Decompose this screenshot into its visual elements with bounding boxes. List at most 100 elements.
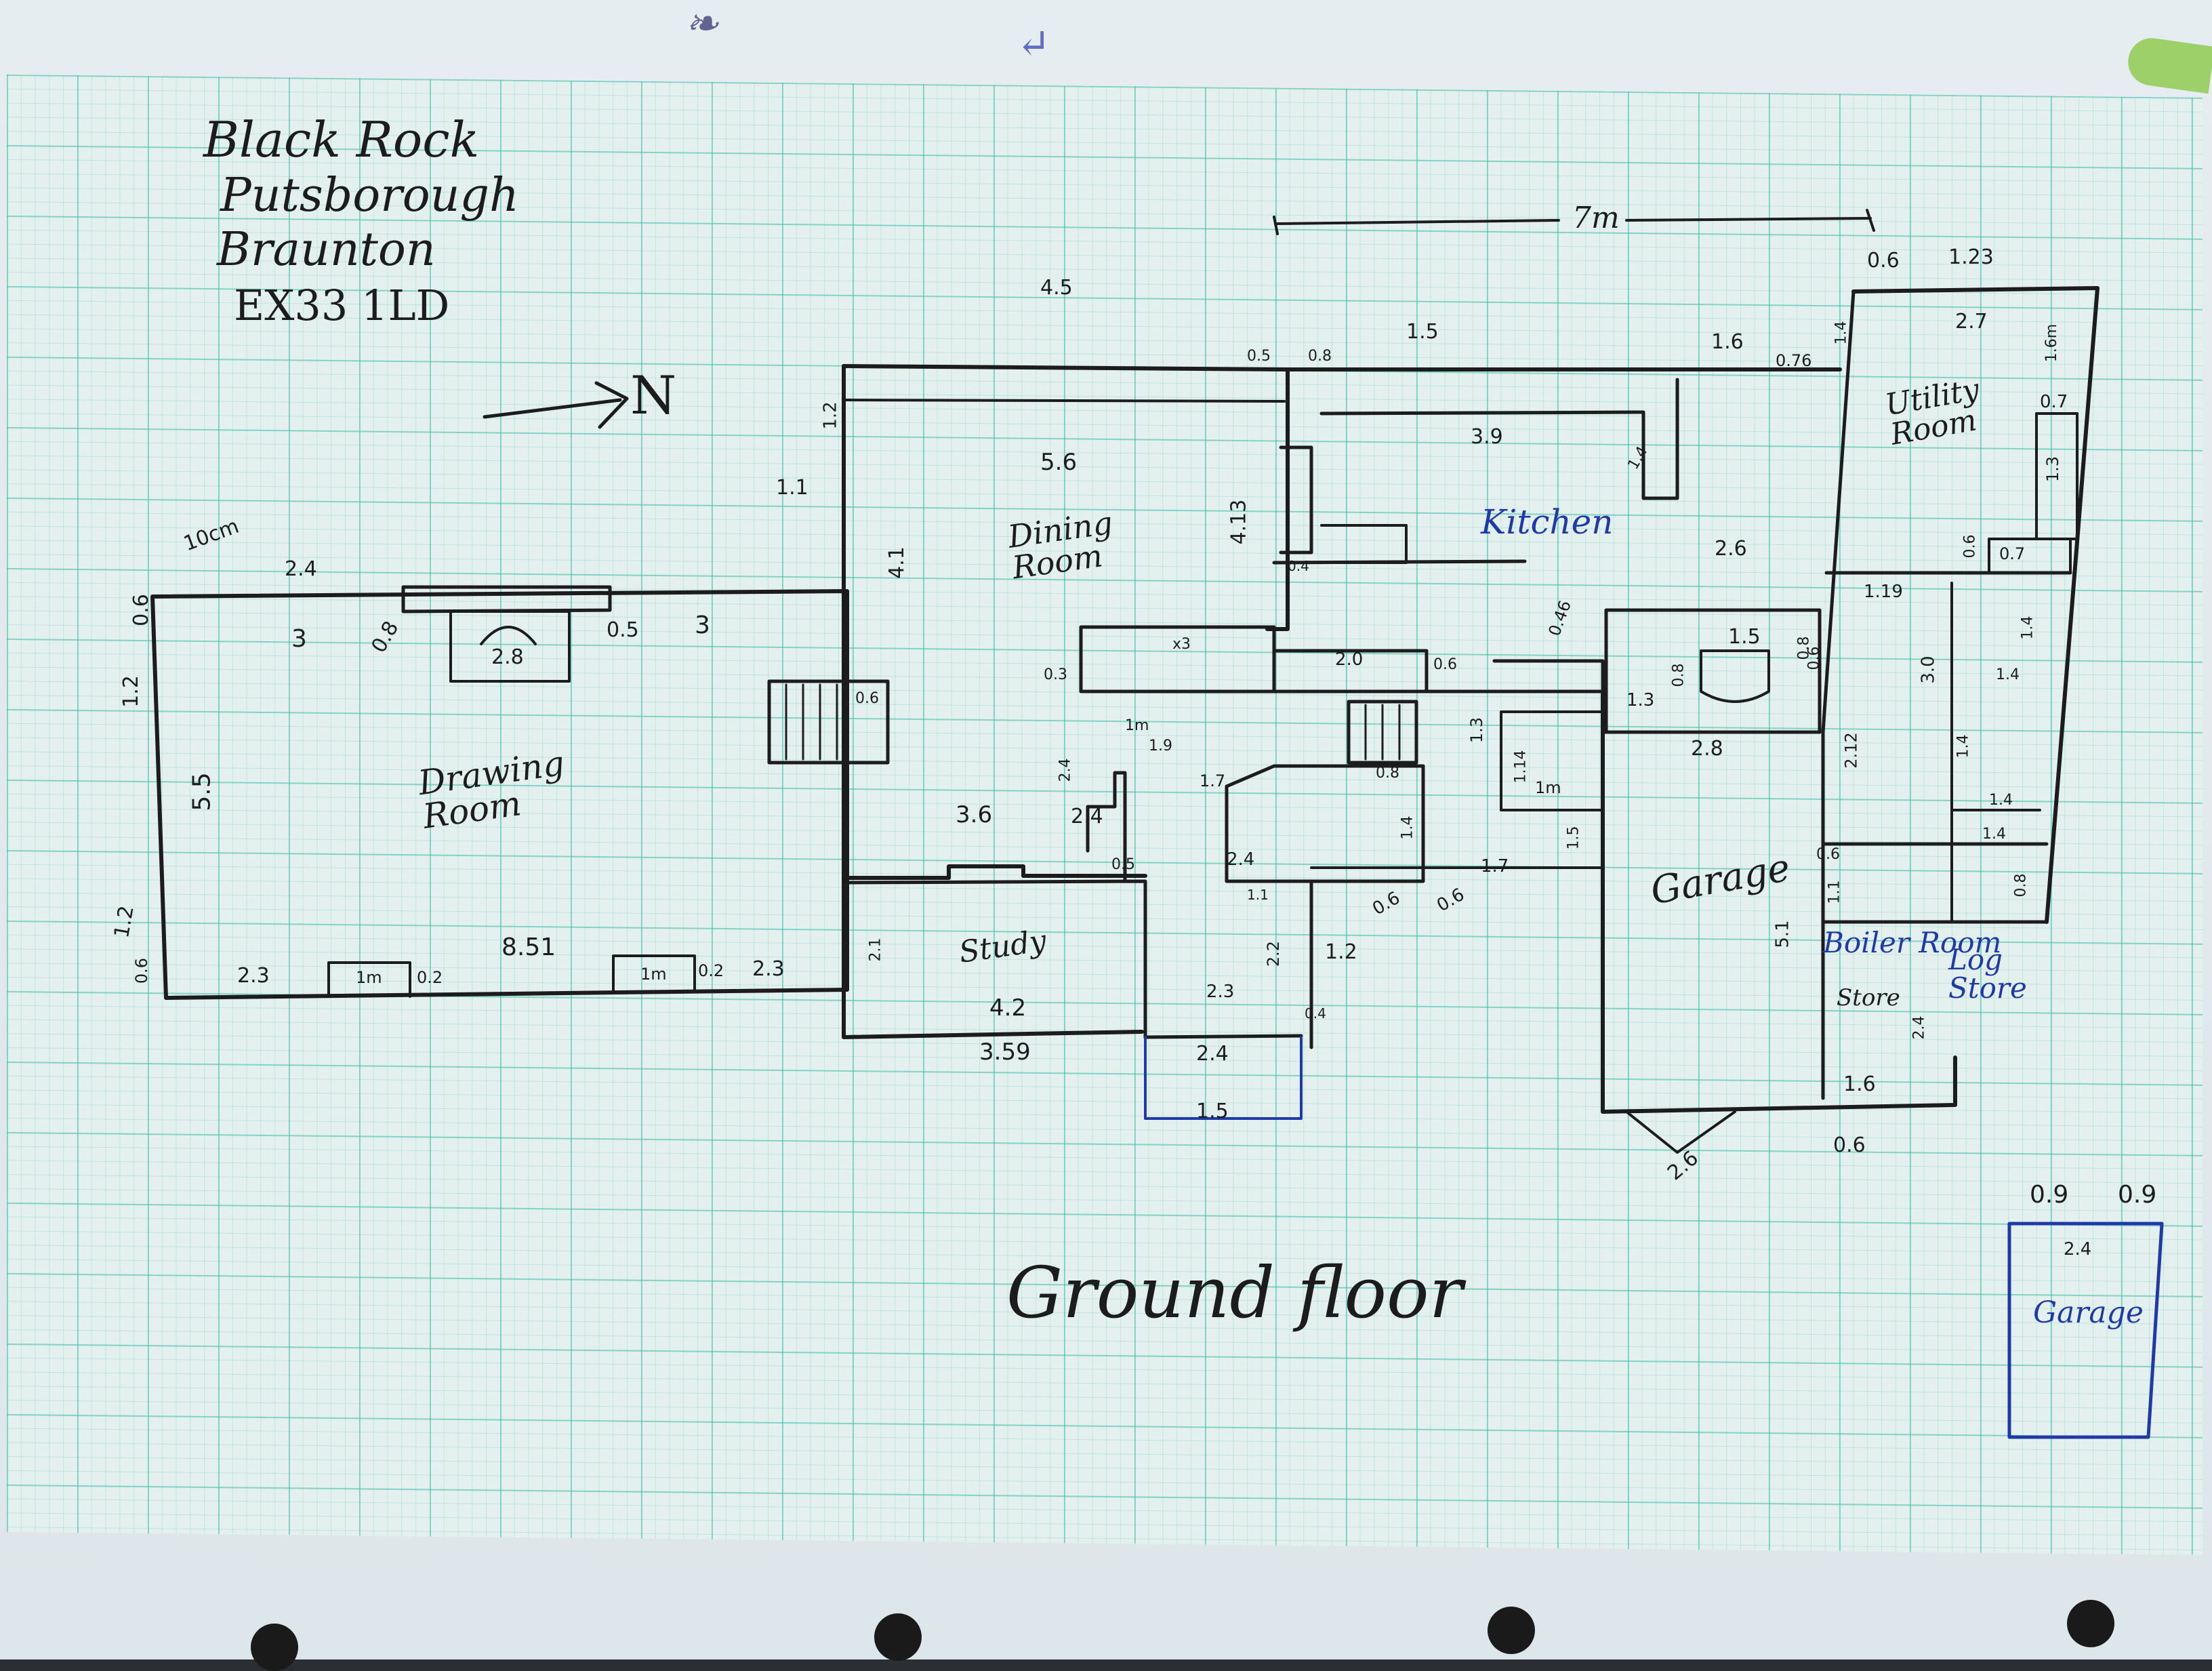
wc-toilet — [1700, 649, 1770, 703]
dim-label: 5.1 — [1772, 920, 1793, 948]
drawing-room-walls — [150, 589, 849, 1000]
dim-label: 1m — [356, 968, 382, 987]
dim-label: 0.6 — [1816, 846, 1840, 863]
stair-treads-center — [1364, 704, 1401, 761]
dining-south-wall — [842, 864, 1147, 880]
address-line-1: Black Rock — [203, 111, 480, 168]
dim-label: 2.4 — [1196, 1042, 1229, 1066]
room-garage-inset: Garage — [2033, 1295, 2144, 1330]
bleed-through-marks: ❧ — [684, 0, 719, 47]
bleed-through-marks-blue: ↵ — [1017, 20, 1051, 68]
dim-label: 2.4 — [2064, 1239, 2092, 1260]
dim-label: 1.5 — [1728, 625, 1761, 649]
dim-label: 3.9 — [1471, 425, 1503, 449]
dim-label: 0.6 — [1805, 646, 1823, 670]
porch-west — [1225, 784, 1313, 1049]
address-line-4: EX33 1LD — [234, 281, 450, 330]
room-boiler-room: Boiler Room — [1823, 926, 2002, 959]
dim-label: 0.9 — [2118, 1181, 2157, 1209]
dim-label: 0.6 — [129, 594, 153, 626]
dim-label: 0.3 — [1044, 666, 1067, 683]
dim-label: x3 — [1172, 636, 1191, 653]
hall-east — [1425, 659, 1605, 693]
staircase-left — [767, 679, 890, 765]
dim-label: 5.6 — [1040, 449, 1078, 476]
porch-extension — [1144, 1036, 1303, 1120]
dim-label: 0.6 — [1433, 656, 1457, 673]
cloakroom — [1225, 764, 1425, 883]
study-walls — [845, 879, 1147, 1039]
stairs-center — [1347, 700, 1418, 765]
dim-label: 2.6 — [1715, 537, 1747, 561]
dim-label: 1.19 — [1864, 582, 1903, 602]
dim-label: 2.3 — [237, 964, 270, 988]
dim-label: 0.5 — [607, 618, 639, 642]
dim-label: 3.6 — [956, 801, 993, 828]
room-kitchen: Kitchen — [1481, 502, 1614, 542]
dim-label: 1.4 — [1989, 792, 2013, 809]
utility-west — [1821, 289, 1856, 734]
dim-label: 2.4 — [1071, 805, 1103, 828]
garage-walls — [1601, 689, 1957, 1114]
stair-treads — [785, 683, 838, 761]
dim-label: 4.5 — [1040, 276, 1073, 300]
kitchen-units — [1319, 378, 1679, 500]
dim-label: 0.5 — [1247, 348, 1271, 365]
dim-label: 2.8 — [491, 645, 524, 669]
dim-label: 1.4 — [1996, 666, 2020, 683]
address-line-2: Putsborough — [220, 169, 519, 222]
dim-label: 1.1 — [1826, 880, 1843, 904]
kitchen-south-counter — [1272, 559, 1527, 565]
porch-south — [1143, 1034, 1303, 1039]
dim-label: 3.59 — [979, 1039, 1031, 1066]
inset-garage-walls — [2007, 1222, 2164, 1439]
dim-label: 2.1 — [867, 938, 884, 962]
dim-label: 2.4 — [285, 557, 317, 581]
dim-label: 3 — [291, 625, 307, 653]
dim-label: 1.9 — [1149, 738, 1172, 754]
dim-label: 4.1 — [884, 546, 909, 579]
dim-label: 1m — [640, 965, 667, 984]
scale-label: 7m — [1572, 201, 1620, 235]
dim-label: 1.1 — [1247, 887, 1269, 903]
dining-room-walls — [842, 364, 1290, 631]
utility-walls — [1851, 286, 2100, 924]
dim-label: 2.8 — [1691, 737, 1723, 761]
dim-label: 4.2 — [989, 994, 1027, 1022]
plan-title: Ground floor — [1006, 1251, 1463, 1334]
north-arrow-shaft — [483, 398, 622, 419]
dim-label: 1.7 — [1481, 856, 1509, 877]
dim-label: 8.51 — [501, 933, 556, 961]
dim-label: 1m — [1125, 717, 1149, 734]
dim-label: 1.4 — [1982, 826, 2006, 843]
dim-label: 1.3 — [2043, 456, 2063, 483]
kitchen-counter — [1320, 524, 1408, 564]
dim-label: 0.4 — [1288, 558, 1309, 574]
dim-label: 0.2 — [417, 968, 443, 987]
dim-label: 2.4 — [1910, 1015, 1928, 1040]
dim-label: 1.2 — [119, 675, 143, 708]
dim-label: 3.0 — [1918, 656, 1939, 684]
hall-corridor — [1272, 649, 1429, 693]
dim-label: 1.2 — [820, 401, 841, 430]
dim-label: 0.9 — [2030, 1181, 2069, 1209]
dim-label: 0.76 — [1776, 351, 1812, 370]
dim-label: 5.5 — [188, 772, 216, 811]
punch-hole — [874, 1613, 922, 1661]
dim-label: 0.5 — [1111, 856, 1135, 873]
dim-label: 2.3 — [1206, 982, 1235, 1002]
dining-inner-wall — [842, 399, 1286, 403]
dim-label: 1.4 — [1399, 816, 1416, 840]
dim-label: 0.6 — [1961, 534, 1979, 559]
dim-label: 0.8 — [2012, 873, 2030, 898]
fireplace-arch — [480, 626, 537, 645]
dim-label: 0.7 — [2040, 392, 2068, 412]
dim-label: 1.3 — [1626, 690, 1655, 710]
dim-label: 2.0 — [1335, 649, 1364, 670]
address-line-3: Braunton — [217, 223, 436, 277]
dim-label: 2.12 — [1841, 732, 1861, 769]
dim-label: 1m — [1535, 778, 1561, 797]
dim-label: 2.3 — [752, 957, 785, 981]
